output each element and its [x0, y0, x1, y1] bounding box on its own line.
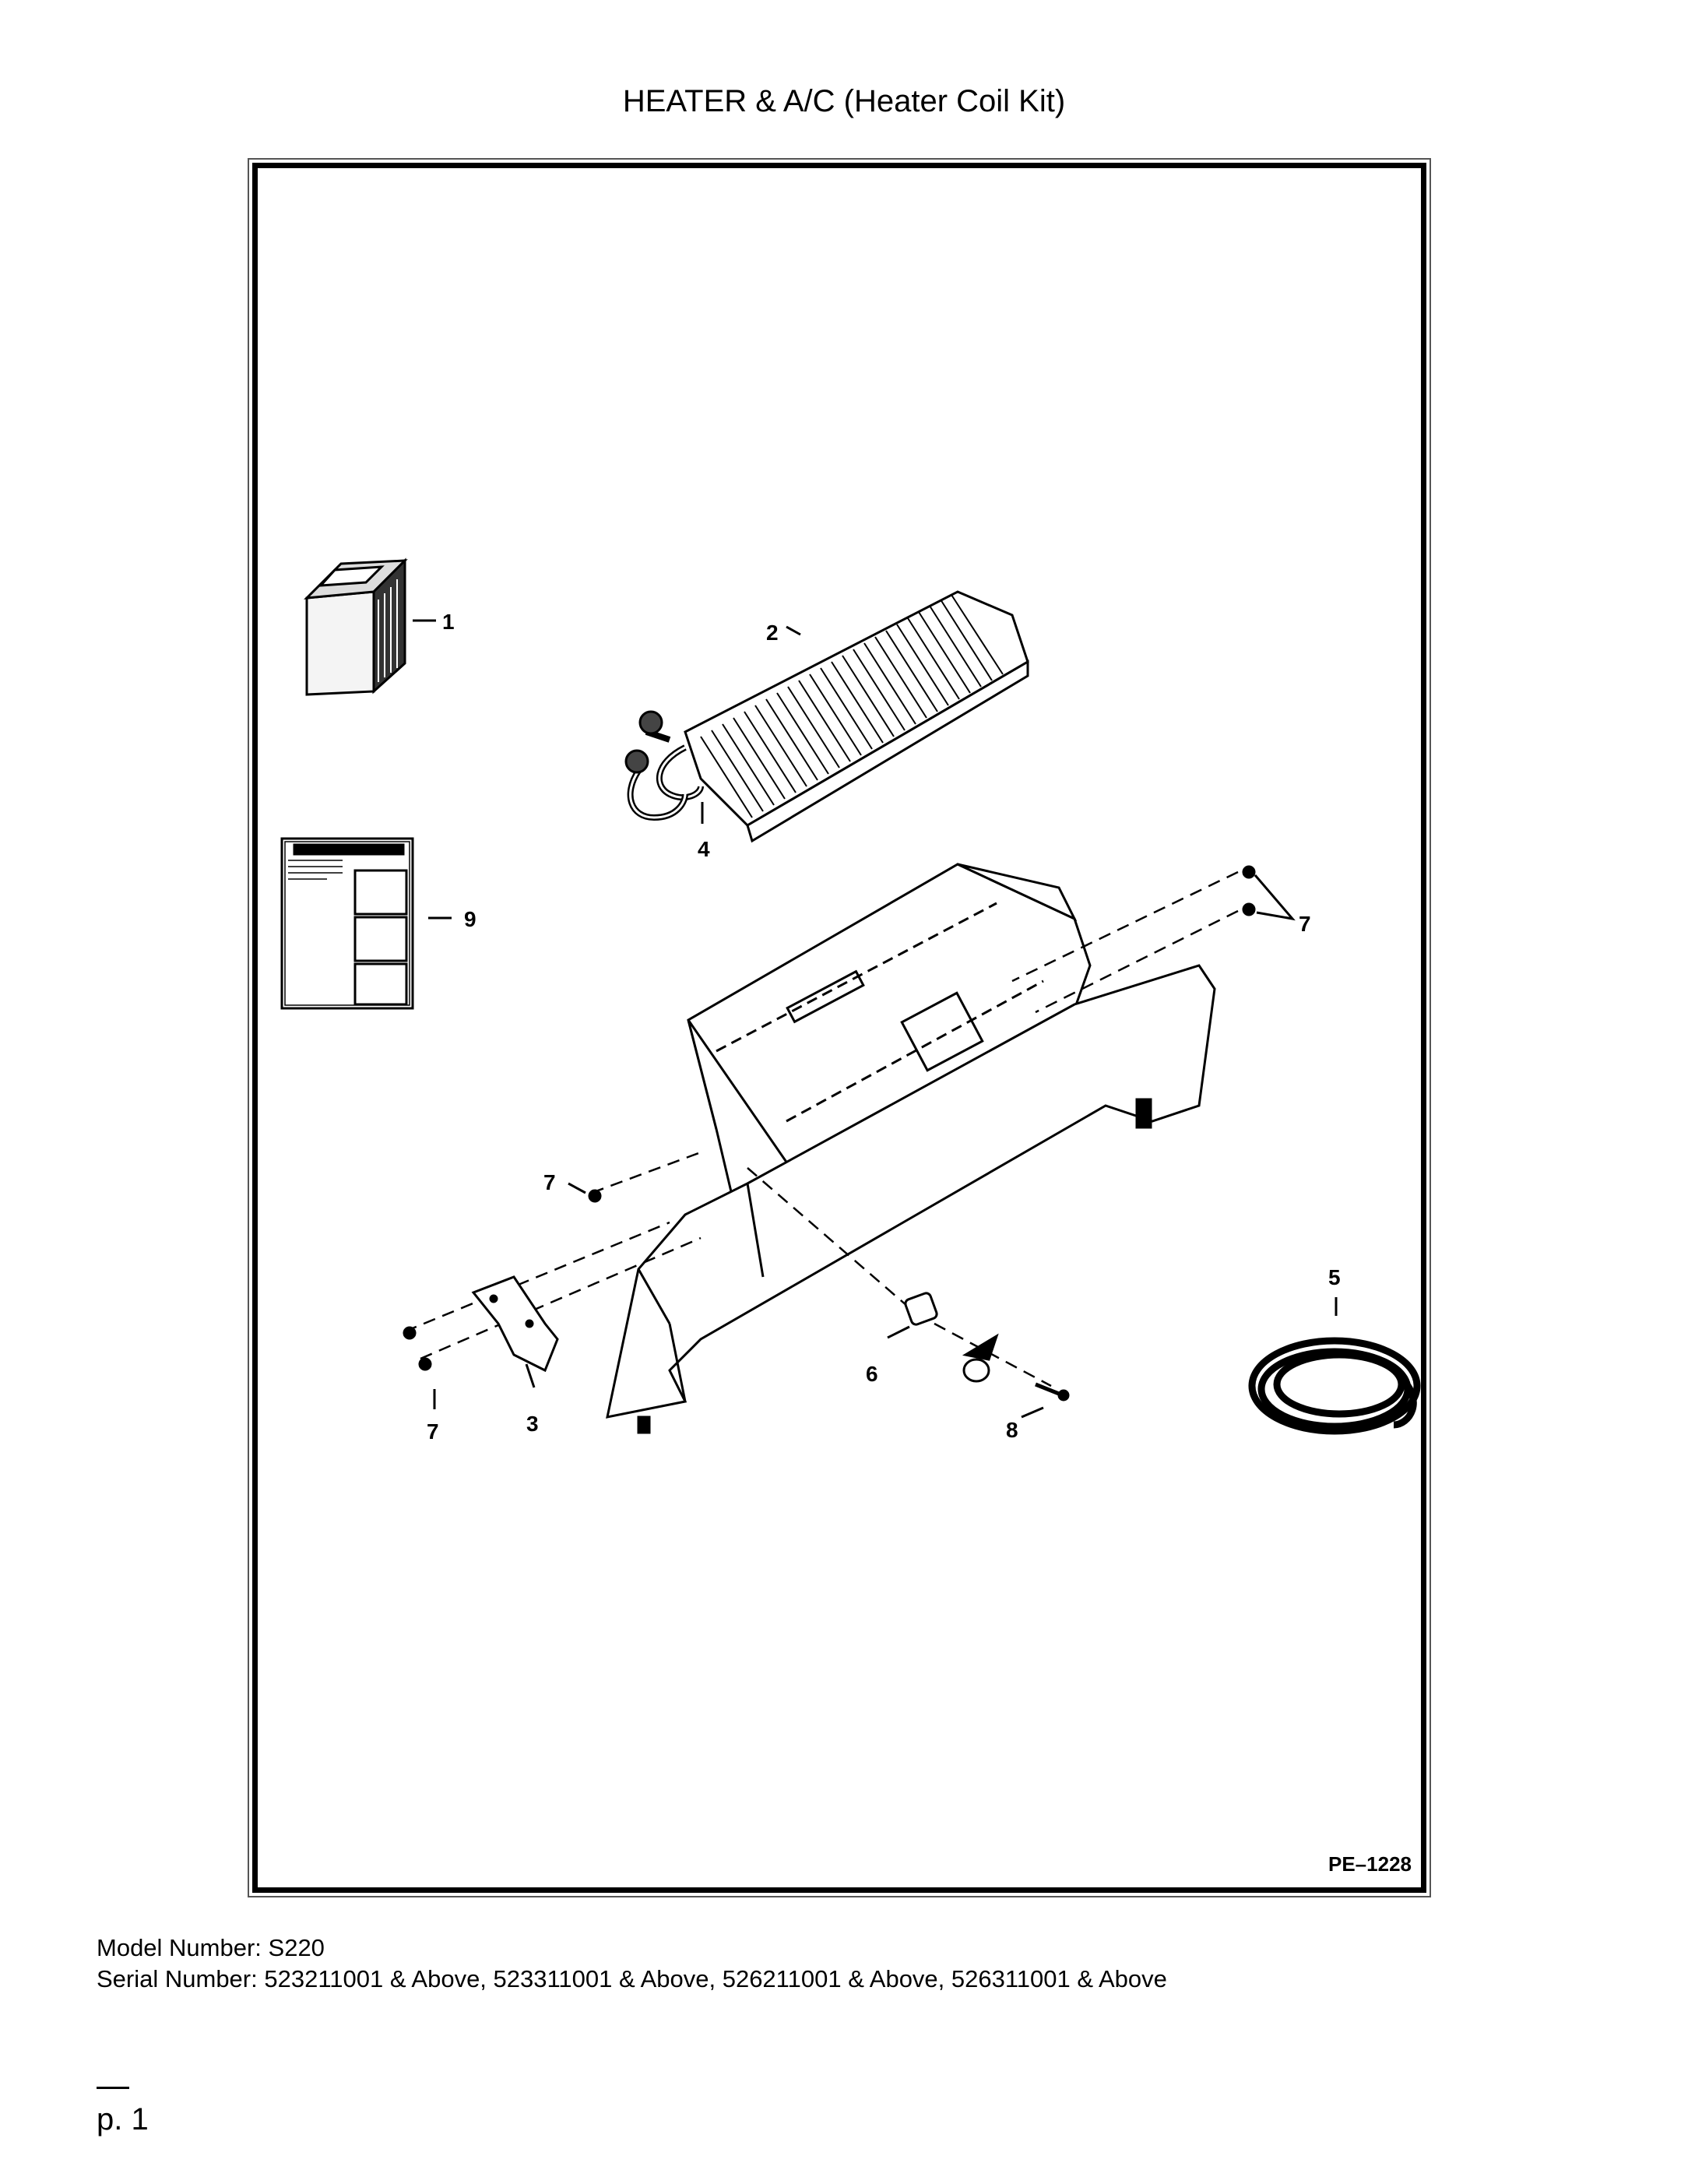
part-hose: [1248, 1337, 1421, 1435]
assembly-lines: [404, 870, 1239, 1387]
leader-line: [568, 1182, 586, 1194]
leader-line: [525, 1363, 536, 1388]
page-title: HEATER & A/C (Heater Coil Kit): [622, 84, 1066, 118]
figure-frame: [252, 163, 1426, 1893]
callout-1: 1: [442, 610, 455, 634]
figure-frame-outer: [248, 158, 1431, 1897]
part-screw-8: [1035, 1382, 1070, 1401]
callout-7: 7: [1299, 912, 1311, 936]
leader-line: [1021, 1406, 1044, 1419]
callout-5: 5: [1328, 1265, 1341, 1289]
serial-number: Serial Number: 523211001 & Above, 523311…: [97, 1965, 1167, 1992]
callout-8: 8: [1006, 1418, 1018, 1442]
leader-line: [786, 625, 801, 636]
part-kit-box: [304, 557, 408, 696]
callout-6: 6: [866, 1362, 878, 1386]
part-console-base: [606, 964, 1216, 1434]
figure-id: PE–1228: [1328, 1852, 1412, 1876]
part-bracket: [471, 1275, 559, 1373]
leader-line: [1254, 874, 1296, 921]
part-screw-7: [403, 865, 1256, 1371]
part-mount: [904, 1292, 999, 1383]
callout-3: 3: [526, 1412, 539, 1436]
callout-2: 2: [766, 621, 779, 645]
callout-7: 7: [543, 1170, 556, 1194]
callout-4: 4: [698, 837, 710, 861]
page-number: p. 1: [97, 2102, 149, 2137]
part-heater-coil: [624, 590, 1029, 843]
model-number: Model Number: S220: [97, 1934, 325, 1961]
part-instruction-sheet: [280, 837, 414, 1010]
callout-7: 7: [427, 1419, 439, 1444]
page-rule: [97, 2087, 129, 2089]
callout-9: 9: [464, 907, 477, 931]
leader-line: [887, 1325, 910, 1339]
